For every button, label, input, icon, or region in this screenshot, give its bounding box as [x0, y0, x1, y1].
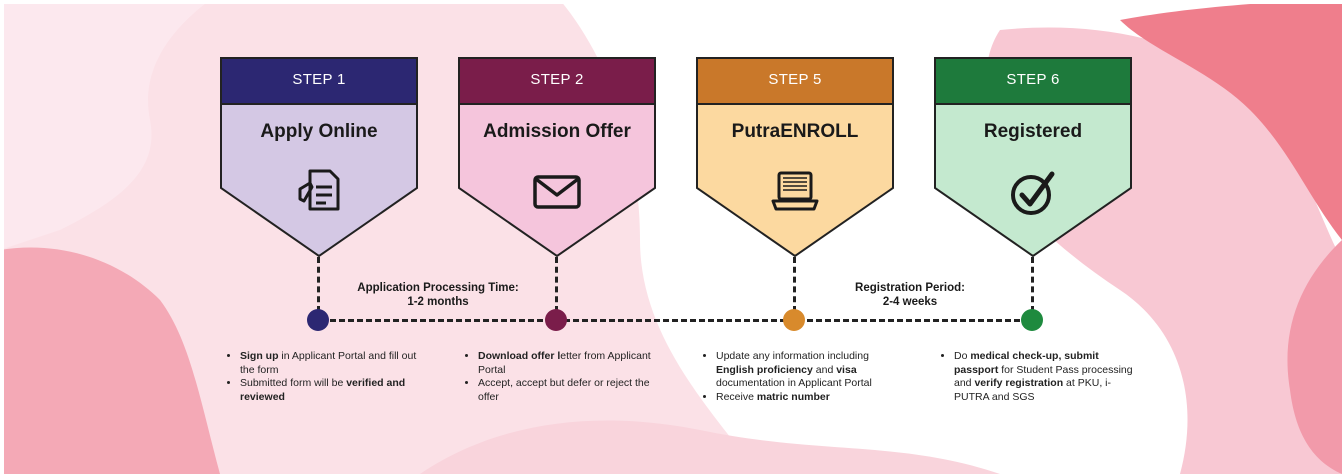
description-item: Submitted form will be verified and revi… — [240, 377, 430, 404]
connector-step2 — [555, 257, 558, 312]
document-form-icon — [298, 169, 340, 211]
timeline-line — [330, 319, 1020, 322]
timeline-dot-6 — [1021, 309, 1043, 331]
timeline-dot-1 — [307, 309, 329, 331]
step-card-5: STEP 5 PutraENROLL — [696, 57, 894, 257]
timeline-dot-5 — [783, 309, 805, 331]
step-card-2: STEP 2 Admission Offer — [458, 57, 656, 257]
connector-step6 — [1031, 257, 1034, 312]
timeline-dot-2 — [545, 309, 567, 331]
step-label: STEP 5 — [768, 71, 822, 88]
step-title: PutraENROLL — [731, 121, 859, 142]
processing-time-value: 1-2 months — [407, 296, 469, 308]
step-card-6: STEP 6 Registered — [934, 57, 1132, 257]
registration-period-value: 2-4 weeks — [882, 296, 938, 308]
description-item: Do medical check-up, submit passport for… — [954, 350, 1144, 404]
laptop-icon — [771, 171, 819, 211]
step-title: Admission Offer — [483, 121, 631, 142]
step-5-description: Update any information including English… — [702, 350, 904, 404]
connector-step5 — [793, 257, 796, 312]
step-card-shape — [696, 57, 894, 257]
step-6-description: Do medical check-up, submit passport for… — [940, 350, 1144, 404]
description-item: Accept, accept but defer or reject the o… — [478, 377, 664, 404]
envelope-icon — [533, 175, 581, 209]
connector-step1 — [317, 257, 320, 312]
description-item: Download offer letter from Applicant Por… — [478, 350, 664, 377]
checkmark-circle-icon — [1011, 171, 1055, 215]
step-card-shape — [458, 57, 656, 257]
processing-time-label: Application Processing Time: — [357, 282, 519, 294]
registration-period-label: Registration Period: — [855, 282, 965, 294]
step-2-description: Download offer letter from Applicant Por… — [464, 350, 664, 404]
processing-time: Application Processing Time: 1-2 months — [330, 281, 546, 309]
description-item: Sign up in Applicant Portal and fill out… — [240, 350, 430, 377]
description-item: Receive matric number — [716, 391, 904, 405]
step-card-shape — [220, 57, 418, 257]
step-title: Registered — [983, 121, 1083, 142]
registration-period: Registration Period: 2-4 weeks — [820, 281, 1000, 309]
step-label: STEP 6 — [1006, 71, 1060, 88]
description-item: Update any information including English… — [716, 350, 904, 391]
step-1-description: Sign up in Applicant Portal and fill out… — [226, 350, 430, 404]
step-label: STEP 1 — [292, 71, 346, 88]
step-card-shape — [934, 57, 1132, 257]
step-title: Apply Online — [260, 121, 378, 142]
step-label: STEP 2 — [530, 71, 584, 88]
step-card-1: STEP 1 Apply Online — [220, 57, 418, 257]
